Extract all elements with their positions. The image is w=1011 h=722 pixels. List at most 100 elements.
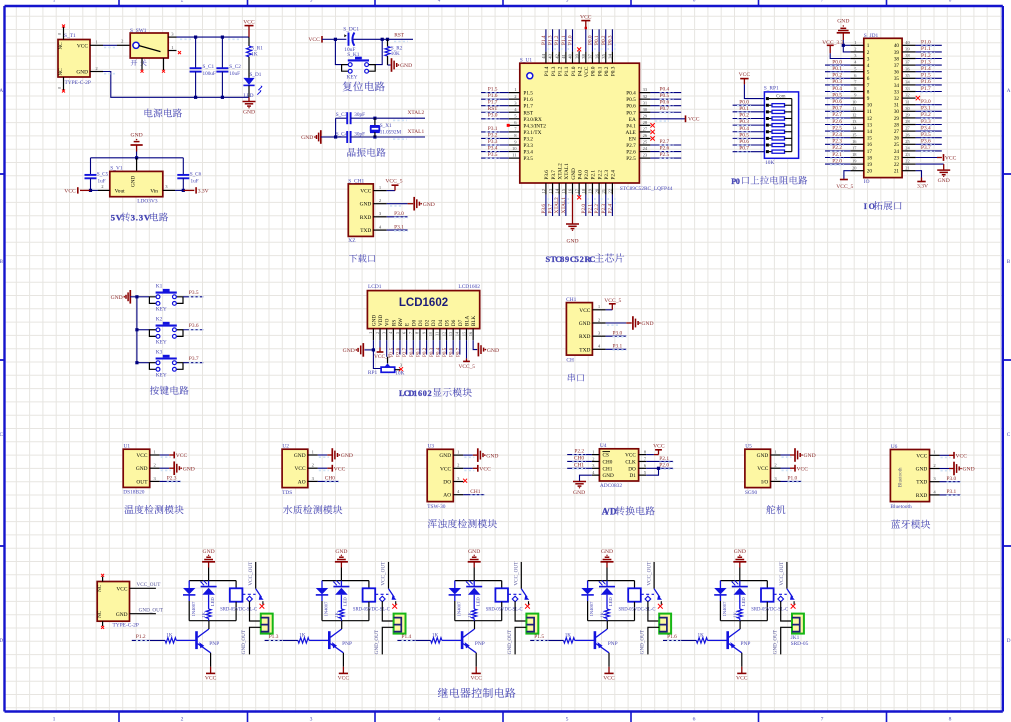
svg-text:P3.1: P3.1	[394, 224, 404, 230]
svg-text:VCC: VCC	[736, 675, 748, 681]
svg-text:S_V1: S_V1	[110, 165, 123, 171]
svg-text:1: 1	[154, 449, 157, 454]
svg-text:LED: LED	[608, 597, 613, 607]
svg-text:CH0: CH0	[603, 459, 613, 465]
svg-text:P2.0: P2.0	[584, 170, 590, 180]
svg-text:GND: GND	[76, 70, 88, 76]
svg-text:VCC: VCC	[479, 467, 491, 473]
svg-text:25: 25	[643, 140, 648, 145]
svg-text:P2.3: P2.3	[167, 476, 177, 482]
svg-text:KEY: KEY	[156, 339, 167, 345]
svg-text:P0.6: P0.6	[739, 139, 749, 145]
svg-text:17: 17	[867, 149, 873, 155]
svg-text:P4.0: P4.0	[577, 170, 583, 180]
svg-text:JK1: JK1	[791, 635, 800, 641]
svg-text:27: 27	[894, 129, 900, 135]
svg-text:S_C3: S_C3	[336, 112, 348, 118]
svg-text:20: 20	[594, 188, 599, 193]
svg-text:36: 36	[894, 70, 900, 76]
svg-text:VCC_OUT: VCC_OUT	[779, 561, 785, 586]
svg-text:VCC: VCC	[580, 14, 592, 20]
svg-text:VCC: VCC	[243, 19, 255, 25]
svg-text:17: 17	[574, 188, 579, 193]
svg-text:3: 3	[379, 211, 382, 216]
svg-text:6: 6	[867, 76, 870, 82]
svg-text:5: 5	[854, 66, 857, 71]
svg-text:VCC: VCC	[116, 586, 127, 592]
svg-text:5: 5	[566, 716, 569, 722]
svg-text:2: 2	[580, 255, 584, 264]
svg-text:14: 14	[455, 331, 460, 336]
svg-text:GND_OUT: GND_OUT	[241, 629, 247, 654]
svg-text:K2: K2	[156, 316, 163, 322]
svg-text:8: 8	[867, 89, 870, 95]
svg-text:29: 29	[894, 116, 900, 122]
svg-text:CH1: CH1	[603, 466, 613, 472]
svg-text:S_RP1: S_RP1	[764, 85, 779, 91]
svg-text:41: 41	[561, 53, 566, 58]
svg-text:21: 21	[894, 169, 900, 175]
svg-text:SRD-05VDC-SL-C: SRD-05VDC-SL-C	[486, 607, 523, 612]
svg-text:4: 4	[457, 489, 460, 494]
svg-text:P0.1: P0.1	[739, 106, 749, 112]
svg-text:44: 44	[541, 53, 546, 58]
svg-text:DO: DO	[628, 466, 636, 472]
svg-text:P3.3: P3.3	[921, 119, 931, 125]
svg-text:KEY: KEY	[156, 372, 167, 378]
svg-text:P3.0: P3.0	[921, 99, 931, 105]
svg-text:PNP: PNP	[209, 641, 219, 647]
svg-text:VCC: VCC	[205, 675, 217, 681]
svg-text:3: 3	[514, 100, 517, 105]
svg-text:39: 39	[894, 50, 900, 56]
svg-text:VCC_OUT: VCC_OUT	[137, 582, 162, 588]
svg-text:37: 37	[894, 63, 900, 69]
svg-text:1: 1	[854, 40, 856, 45]
svg-text:12: 12	[867, 116, 873, 122]
svg-text:29: 29	[905, 113, 910, 118]
svg-text:34: 34	[894, 83, 900, 89]
svg-text:S_SW1: S_SW1	[130, 28, 147, 34]
svg-text:D4: D4	[438, 319, 444, 326]
svg-text:12: 12	[852, 113, 856, 118]
svg-text:P3.4: P3.4	[488, 145, 498, 151]
svg-text:Com: Com	[776, 95, 786, 100]
svg-text:P1.0: P1.0	[788, 476, 798, 482]
svg-text:10K: 10K	[765, 160, 774, 166]
svg-text:P3.1: P3.1	[947, 489, 957, 495]
svg-text:LED: LED	[475, 597, 480, 607]
svg-text:TDS: TDS	[282, 490, 292, 496]
svg-text:15: 15	[561, 188, 566, 193]
svg-text:P1.1: P1.1	[921, 46, 931, 52]
svg-text:7: 7	[867, 83, 870, 89]
svg-text:P0.4: P0.4	[832, 86, 842, 92]
svg-text:P1.5: P1.5	[921, 73, 931, 79]
svg-text:U1: U1	[124, 444, 131, 450]
svg-text:GND: GND	[566, 239, 578, 245]
svg-text:19: 19	[852, 159, 857, 164]
svg-text:2: 2	[181, 0, 184, 3]
svg-text:P1.6: P1.6	[667, 634, 677, 640]
svg-text:3.3V: 3.3V	[198, 189, 209, 195]
svg-text:P1.7: P1.7	[921, 86, 931, 92]
svg-text:2: 2	[379, 198, 382, 203]
svg-text:GND_OUT: GND_OUT	[139, 607, 164, 613]
svg-text:23: 23	[905, 152, 910, 157]
svg-text:NC: NC	[97, 610, 103, 618]
svg-text:P3.6: P3.6	[541, 204, 547, 214]
svg-text:GND: GND	[963, 467, 975, 473]
svg-text:RST: RST	[394, 33, 405, 39]
svg-text:GND_OUT: GND_OUT	[640, 629, 646, 654]
svg-text:A: A	[1007, 88, 1011, 94]
svg-text:8: 8	[949, 716, 952, 722]
svg-text:VCC: VCC	[295, 466, 306, 472]
svg-text:C: C	[0, 432, 3, 438]
svg-text:BLA: BLA	[465, 315, 471, 326]
svg-text:GND: GND	[131, 133, 143, 139]
svg-text:1N4007: 1N4007	[589, 601, 594, 617]
svg-text:1: 1	[514, 87, 517, 92]
svg-text:38: 38	[894, 56, 900, 62]
svg-text:P1.4: P1.4	[402, 634, 412, 640]
svg-text:VCC: VCC	[338, 675, 350, 681]
svg-text:13: 13	[448, 331, 453, 336]
svg-text:19: 19	[867, 162, 873, 168]
